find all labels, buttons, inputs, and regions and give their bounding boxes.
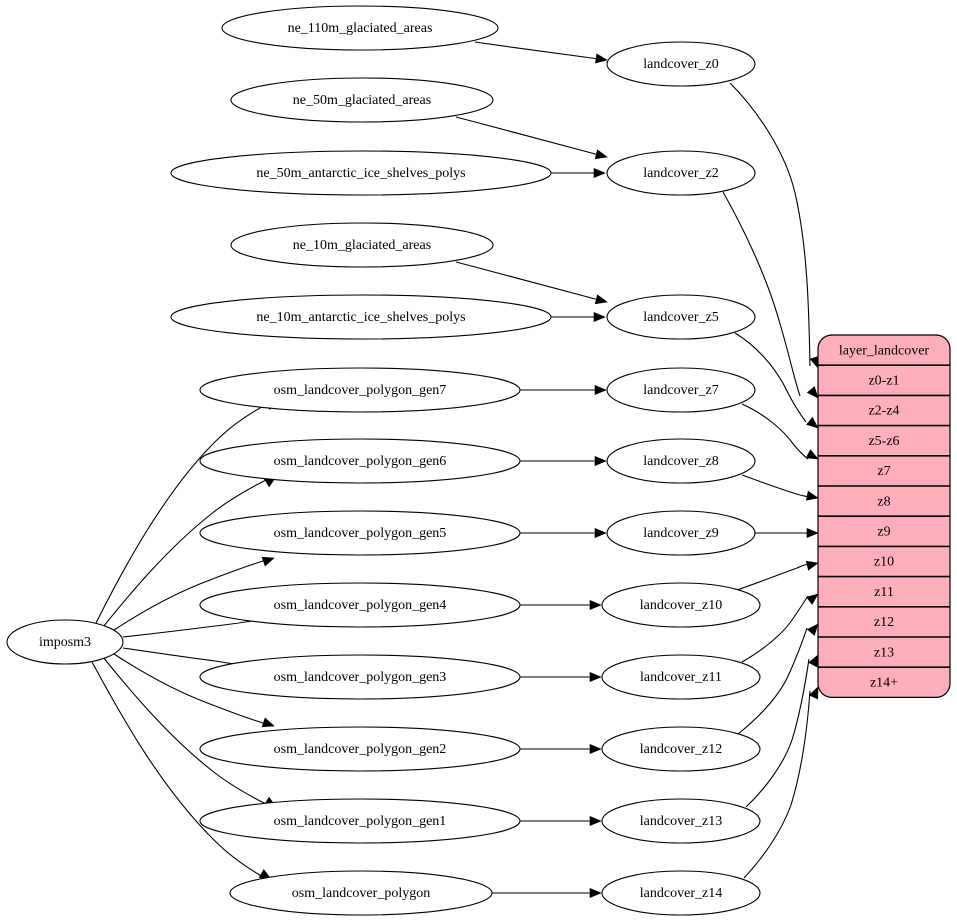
- edge-imposm3-to-osm_landcover_polygon_gen2: [113, 653, 267, 725]
- arrowhead: [805, 593, 819, 605]
- edge-landcover_z11-to-table_row_7: [741, 595, 809, 663]
- node-ne_50m_glaciated_areas[interactable]: ne_50m_glaciated_areas: [230, 77, 494, 123]
- arrowhead: [806, 416, 819, 429]
- node-landcover_z0[interactable]: landcover_z0: [606, 41, 756, 87]
- edge-landcover_z13-to-table_row_9: [745, 658, 810, 808]
- edge-ne_50m_glaciated_areas-to-landcover_z2: [455, 116, 600, 156]
- edge-ne_110m_glaciated_areas-to-landcover_z0: [474, 41, 600, 60]
- arrowhead: [261, 556, 275, 567]
- node-shape: [606, 438, 756, 484]
- node-shape: [221, 5, 499, 51]
- node-ne_10m_glaciated_areas[interactable]: ne_10m_glaciated_areas: [230, 222, 494, 268]
- edge-imposm3-to-osm_landcover_polygon_gen1: [102, 656, 269, 806]
- node-shape: [199, 798, 521, 844]
- edge-imposm3-to-osm_landcover_polygon: [91, 661, 264, 878]
- edge-imposm3-to-osm_landcover_polygon_gen7: [95, 402, 270, 624]
- node-osm_landcover_polygon_gen6[interactable]: osm_landcover_polygon_gen6: [199, 438, 521, 484]
- node-shape: [170, 294, 552, 340]
- node-shape: [606, 150, 756, 196]
- arrowhead: [806, 527, 819, 539]
- node-shape: [601, 654, 761, 700]
- arrowhead: [595, 53, 608, 64]
- node-shape: [199, 654, 521, 700]
- arrowhead: [594, 455, 607, 467]
- edge-landcover_z0-to-table_row_0: [729, 82, 811, 367]
- node-landcover_z10[interactable]: landcover_z10: [601, 582, 761, 628]
- node-imposm3[interactable]: imposm3: [6, 619, 124, 665]
- edge-landcover_z10-to-table_row_6: [736, 563, 809, 591]
- arrowhead: [593, 311, 606, 323]
- arrowhead: [805, 560, 819, 571]
- node-landcover_z5[interactable]: landcover_z5: [606, 294, 756, 340]
- edge-landcover_z7-to-table_row_3: [741, 403, 809, 460]
- node-landcover_z2[interactable]: landcover_z2: [606, 150, 756, 196]
- node-shape: [601, 870, 761, 916]
- arrowhead: [594, 149, 608, 160]
- node-osm_landcover_polygon_gen2[interactable]: osm_landcover_polygon_gen2: [199, 726, 521, 772]
- node-shape: [199, 582, 521, 628]
- node-shape: [170, 150, 552, 196]
- node-osm_landcover_polygon_gen3[interactable]: osm_landcover_polygon_gen3: [199, 654, 521, 700]
- edges-layer: [91, 41, 811, 894]
- node-shape: [199, 726, 521, 772]
- arrowhead: [589, 599, 602, 611]
- node-shape: [606, 41, 756, 87]
- node-shape: [606, 294, 756, 340]
- node-osm_landcover_polygon_gen5[interactable]: osm_landcover_polygon_gen5: [199, 510, 521, 556]
- node-shape: [199, 438, 521, 484]
- arrowhead: [805, 490, 819, 501]
- node-landcover_z7[interactable]: landcover_z7: [606, 367, 756, 413]
- arrowhead: [594, 294, 608, 305]
- mid-nodes-layer: landcover_z0 landcover_z2 landcover_z5land…: [601, 41, 761, 916]
- node-shape: [230, 77, 494, 123]
- node-shape: [230, 222, 494, 268]
- edge-landcover_z14-to-table_row_10: [743, 690, 811, 879]
- node-landcover_z12[interactable]: landcover_z12: [601, 726, 761, 772]
- node-landcover_z13[interactable]: landcover_z13: [601, 798, 761, 844]
- node-osm_landcover_polygon_gen7[interactable]: osm_landcover_polygon_gen7: [199, 367, 521, 413]
- arrowhead: [808, 686, 819, 700]
- edge-landcover_z12-to-table_row_8: [737, 627, 808, 735]
- node-ne_10m_antarctic_ice_shelves_polys[interactable]: ne_10m_antarctic_ice_shelves_polys: [170, 294, 552, 340]
- arrowhead: [589, 743, 602, 755]
- edge-imposm3-to-osm_landcover_polygon_gen6: [102, 478, 269, 628]
- source-nodes-layer: imposm3 ne_110m_glaciated_areas ne_50m_gla…: [6, 5, 552, 916]
- node-shape: [606, 367, 756, 413]
- edge-landcover_z5-to-table_row_2: [734, 332, 807, 423]
- edge-landcover_z8-to-table_row_4: [741, 474, 809, 498]
- arrowhead: [594, 384, 607, 396]
- node-shape: [229, 870, 493, 916]
- node-osm_landcover_polygon_gen4[interactable]: osm_landcover_polygon_gen4: [199, 582, 521, 628]
- node-landcover_z8[interactable]: landcover_z8: [606, 438, 756, 484]
- node-osm_landcover_polygon_gen1[interactable]: osm_landcover_polygon_gen1: [199, 798, 521, 844]
- arrowhead: [261, 717, 275, 728]
- node-ne_110m_glaciated_areas[interactable]: ne_110m_glaciated_areas: [221, 5, 499, 51]
- node-shape: [606, 510, 756, 556]
- arrowhead: [806, 386, 819, 399]
- edge-landcover_z2-to-table_row_1: [722, 191, 801, 397]
- node-osm_landcover_polygon[interactable]: osm_landcover_polygon: [229, 870, 493, 916]
- node-landcover_z14[interactable]: landcover_z14: [601, 870, 761, 916]
- edge-imposm3-to-osm_landcover_polygon_gen5: [113, 559, 267, 631]
- node-landcover_z9[interactable]: landcover_z9: [606, 510, 756, 556]
- node-shape: [199, 510, 521, 556]
- node-shape: [601, 726, 761, 772]
- arrowhead: [589, 815, 602, 827]
- arrowhead: [806, 623, 819, 636]
- node-shape: [601, 582, 761, 628]
- layer-landcover-table[interactable]: layer_landcoverz0-z1z2-z4z5-z6z7z8z9z10z…: [817, 334, 951, 698]
- node-shape: [199, 367, 521, 413]
- arrowhead: [805, 449, 819, 460]
- node-shape: [6, 619, 124, 665]
- node-shape: [601, 798, 761, 844]
- node-ne_50m_antarctic_ice_shelves_polys[interactable]: ne_50m_antarctic_ice_shelves_polys: [170, 150, 552, 196]
- edge-ne_10m_glaciated_areas-to-landcover_z5: [455, 261, 600, 301]
- node-landcover_z11[interactable]: landcover_z11: [601, 654, 761, 700]
- arrowhead: [593, 167, 606, 179]
- arrowhead: [594, 527, 607, 539]
- arrowhead: [589, 887, 602, 899]
- arrowhead: [589, 671, 602, 683]
